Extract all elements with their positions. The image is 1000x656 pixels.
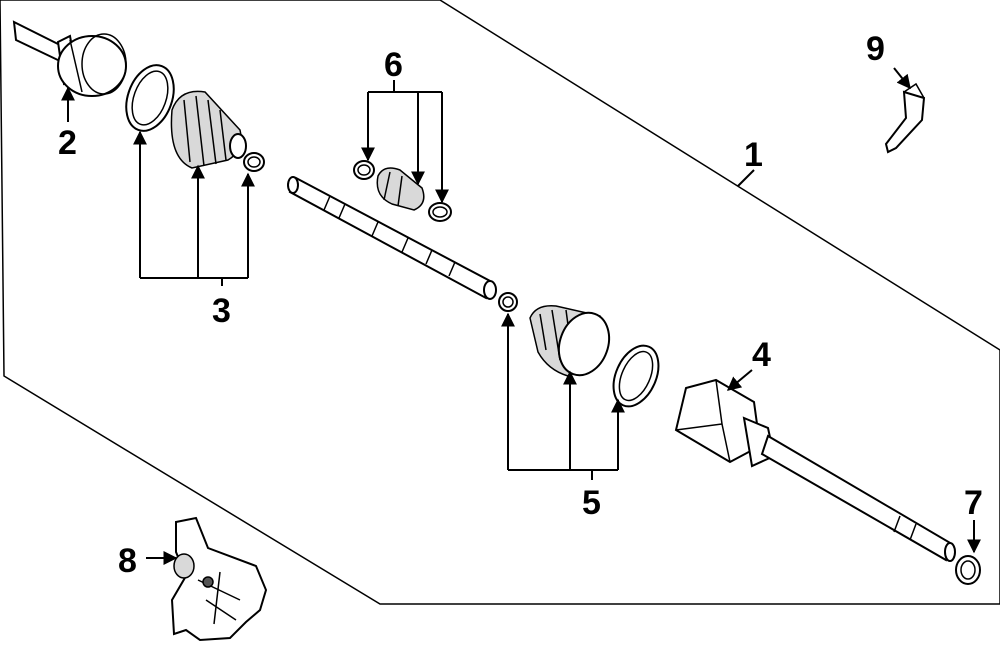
small-boot-kit [353, 160, 452, 222]
leader-lines [61, 67, 981, 565]
outer-cv-joint [12, 20, 127, 97]
snap-ring [955, 555, 981, 585]
heat-shield [884, 82, 926, 154]
callout-4: 4 [752, 336, 771, 374]
snap-ring-inner [960, 560, 976, 580]
callout-7: 7 [964, 484, 983, 522]
callout-2: 2 [58, 124, 77, 162]
callout-9: 9 [866, 30, 885, 68]
axle-shaft [287, 176, 497, 300]
outer-boot-kit [125, 64, 265, 172]
callout-3: 3 [212, 292, 231, 330]
inner-cv-joint [674, 378, 956, 562]
inner-boot-kit [498, 292, 660, 408]
callout-8: 8 [118, 542, 137, 580]
callout-5: 5 [582, 484, 601, 522]
callout-6: 6 [384, 46, 403, 84]
support-bracket [170, 516, 268, 642]
callout-1: 1 [744, 136, 763, 174]
assembly-outline [0, 0, 1000, 605]
